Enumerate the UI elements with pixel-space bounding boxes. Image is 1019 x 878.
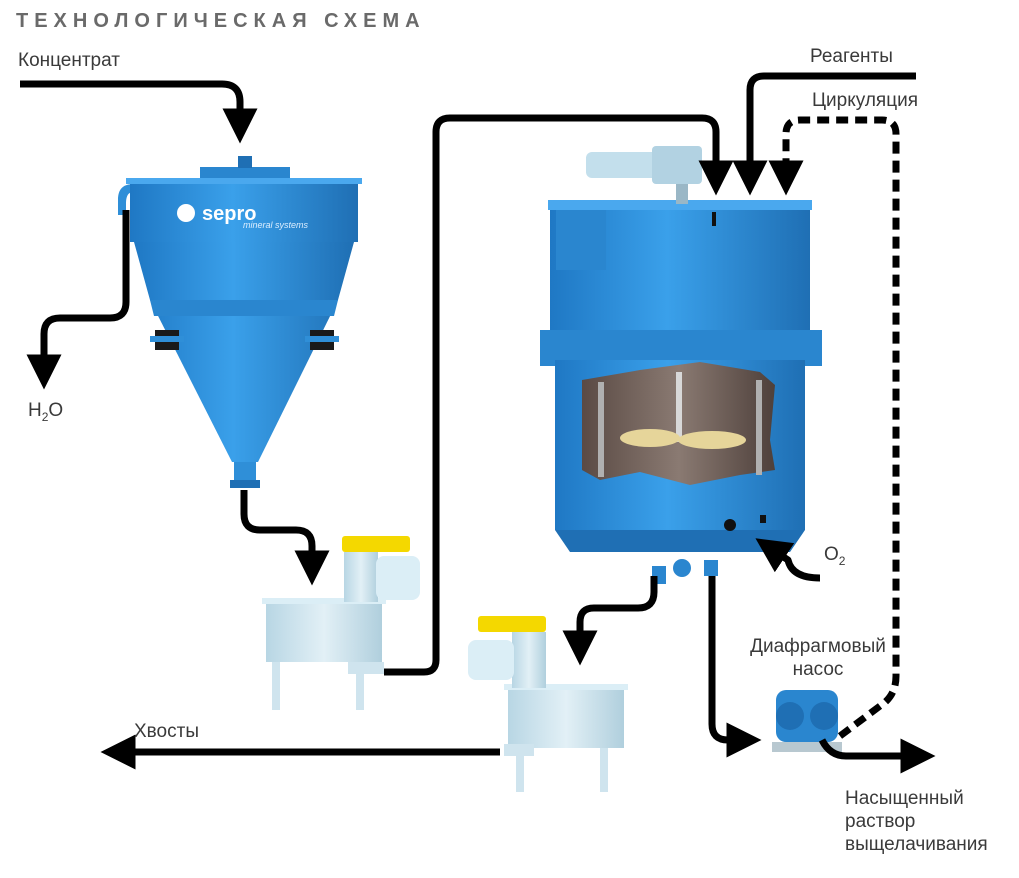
leach-reactor [540,146,822,584]
flow-lines [20,72,936,774]
pregnant-solution-line [818,738,936,774]
water-outflow-line [26,210,130,390]
agitator-motor [586,152,666,178]
mixing-tank-2 [468,616,628,792]
label-pregnant-solution: Насыщенный раствор выщелачивания [845,788,988,855]
sepro-logo-icon [177,204,195,222]
logo-brand: sepro [202,203,256,225]
reactor-to-tank2-line [562,576,658,666]
motor-cap-2 [478,616,546,632]
diagram-title: ТЕХНОЛОГИЧЕСКАЯ СХЕМА [16,10,426,32]
mixing-tank-1 [262,536,420,710]
oxygen-inlet-line [755,538,821,582]
label-water: H2O [28,400,64,424]
label-oxygen: O2 [824,544,846,568]
motor-cap-1 [342,536,410,552]
reagents-line [732,72,916,196]
reactor-to-pump-line [708,576,762,758]
label-diaphragm-pump: Диафрагмовый насос [750,636,886,680]
label-tailings: Хвосты [134,721,199,742]
label-concentrate: Концентрат [18,50,120,71]
impeller-blade-right [678,431,746,449]
thickener-to-tank1-line [240,490,330,586]
logo-tagline: mineral systems [243,220,309,230]
thickener-tank: sepro mineral systems [118,156,362,488]
label-circulation: Циркуляция [812,90,919,111]
diaphragm-pump [772,690,842,752]
label-reagents: Реагенты [810,46,893,67]
concentrate-line [20,80,258,144]
impeller-blade-left [620,429,680,447]
circulation-line [768,116,900,739]
tank1-to-reactor-line [384,114,734,676]
